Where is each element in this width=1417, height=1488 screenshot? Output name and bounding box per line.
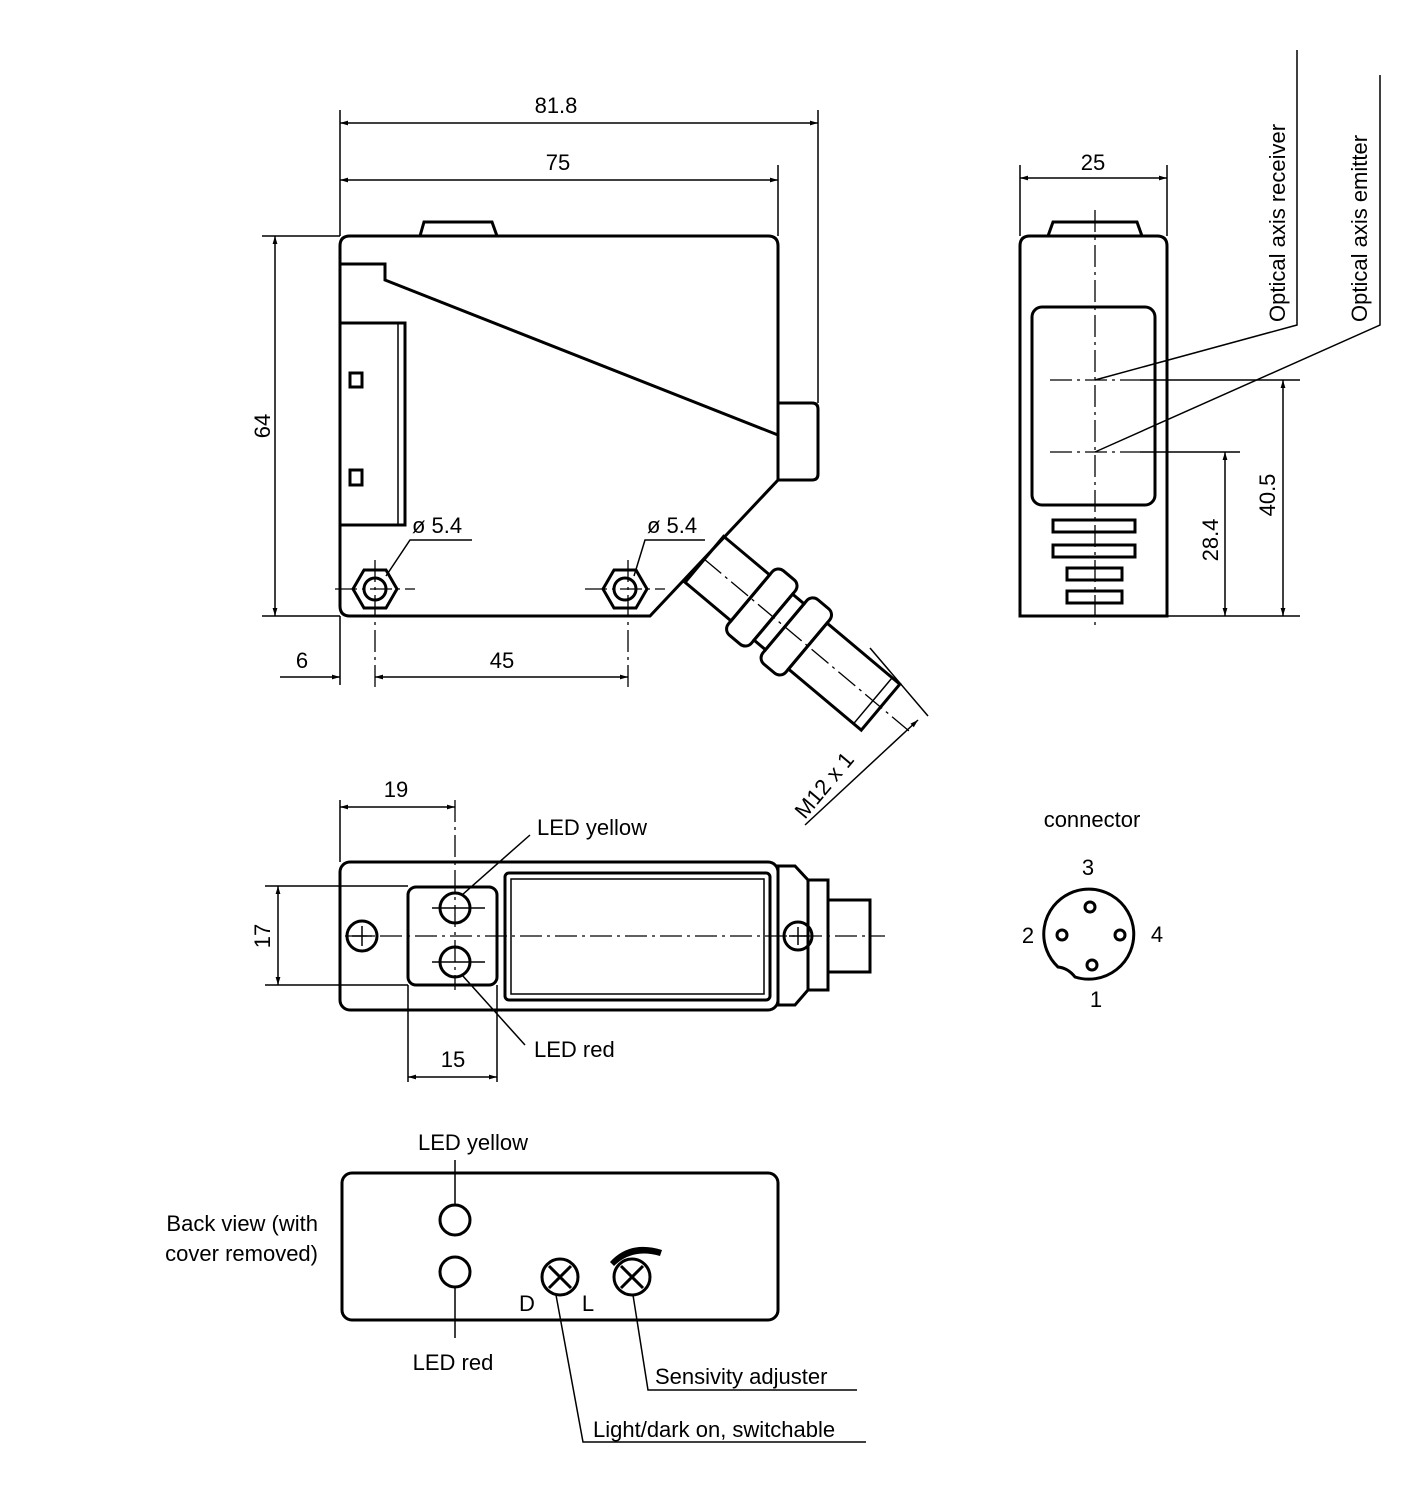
led-yellow-label: LED yellow [537, 815, 647, 840]
dim-hole-spacing: 45 [490, 648, 514, 673]
dim-height: 64 [250, 414, 275, 438]
top-view: 17 19 15 LED yellow LED red [250, 777, 885, 1082]
dim-panel-width: 15 [441, 1047, 465, 1072]
led-red-back [438, 1255, 472, 1289]
optical-axis-emitter-label: Optical axis emitter [1347, 135, 1372, 322]
back-view: Back view (with cover removed) LED yello… [165, 1130, 866, 1443]
light-label: L [582, 1291, 594, 1316]
pin-2-label: 2 [1022, 923, 1034, 948]
led-red-label: LED red [534, 1037, 615, 1062]
back-view-title-2: cover removed) [165, 1241, 318, 1266]
hole-diameter-left: ø 5.4 [412, 513, 462, 538]
optical-axis-receiver-label: Optical axis receiver [1265, 124, 1290, 322]
back-led-red-label: LED red [413, 1350, 494, 1375]
m12-connector [682, 534, 912, 734]
connector-title: connector [1044, 807, 1141, 832]
dim-side-width: 25 [1081, 150, 1105, 175]
dim-emitter-height: 28.4 [1198, 519, 1223, 562]
connector-pinout: connector 1 2 3 4 [1022, 807, 1163, 1012]
back-view-title-1: Back view (with [166, 1211, 318, 1236]
dim-total-width: 81.8 [535, 93, 578, 118]
sensitivity-adjuster-icon [610, 1246, 662, 1297]
pin-4-label: 4 [1151, 922, 1163, 947]
dark-label: D [519, 1291, 535, 1316]
front-body-outline [338, 234, 780, 618]
led-yellow-back [438, 1203, 472, 1237]
dim-top-height: 17 [250, 924, 275, 948]
pin-1-label: 1 [1090, 987, 1102, 1012]
dim-body-width: 75 [546, 150, 570, 175]
light-dark-switch-icon [540, 1257, 580, 1297]
dim-led-offset: 19 [384, 777, 408, 802]
hole-diameter-right: ø 5.4 [647, 513, 697, 538]
mounting-hole-right [585, 560, 665, 690]
dim-receiver-height: 40.5 [1255, 474, 1280, 517]
back-led-yellow-label: LED yellow [418, 1130, 528, 1155]
mounting-hole-left [335, 560, 415, 690]
front-view: 81.8 75 64 6 45 ø 5.4 ø 5.4 M12 x 1 [250, 93, 929, 826]
sensitivity-label: Sensivity adjuster [655, 1364, 827, 1389]
dim-hole-offset: 6 [296, 648, 308, 673]
switch-label: Light/dark on, switchable [593, 1417, 835, 1442]
pin-3-label: 3 [1082, 855, 1094, 880]
side-view: 25 40.5 28.4 Optical axis receiver Optic… [1018, 50, 1381, 625]
